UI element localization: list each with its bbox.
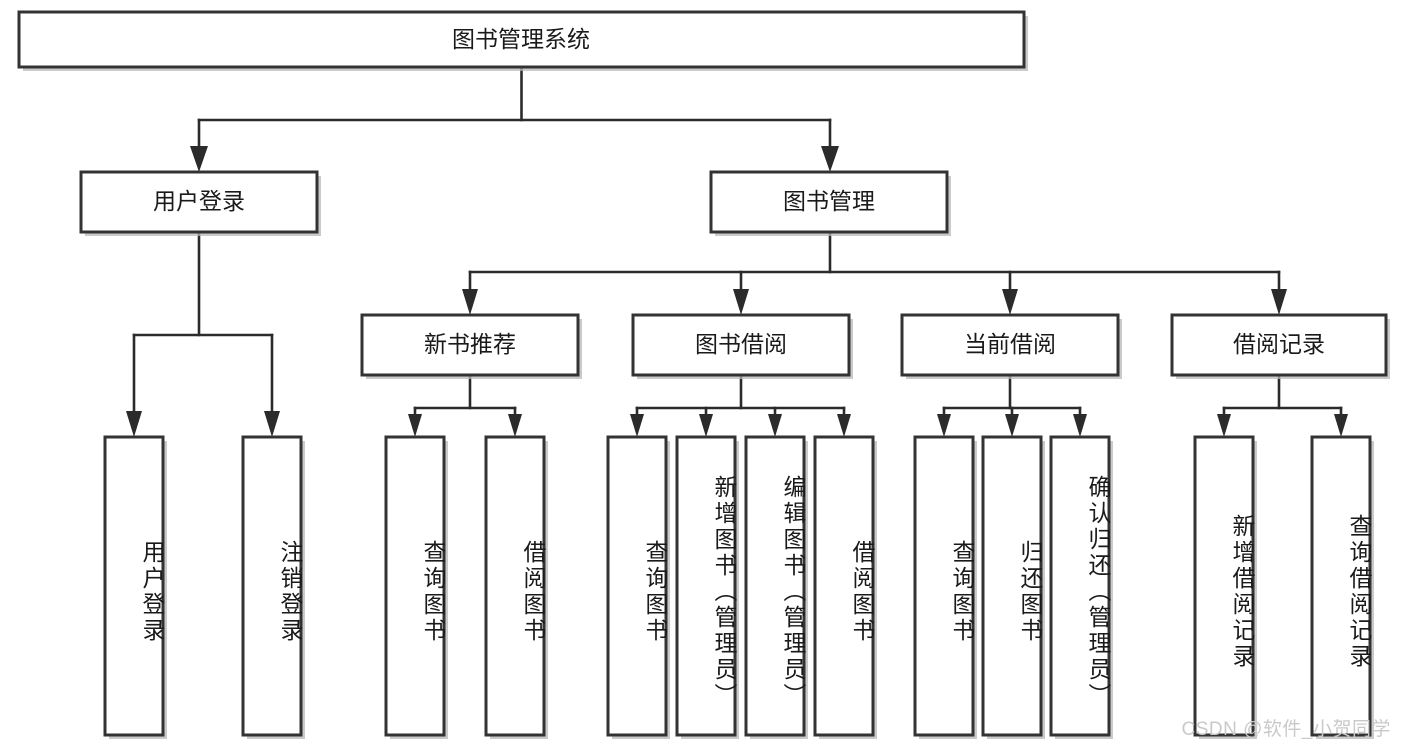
edge-layer — [126, 65, 1348, 437]
node-leaf-query-book-1[interactable] — [384, 435, 446, 737]
node-new-book-recommend[interactable] — [360, 313, 580, 377]
arrow-head-current-borrow — [1002, 289, 1018, 315]
node-book-manage[interactable] — [709, 170, 949, 234]
node-borrow-record[interactable] — [1170, 313, 1388, 377]
arrow-head-leaf-add-book — [699, 414, 713, 437]
node-leaf-borrow-book-1[interactable] — [484, 435, 546, 737]
node-leaf-add-record-label: 新增借阅记录 — [1229, 514, 1255, 670]
arrow-head-leaf-query-book-2 — [630, 414, 644, 437]
arrow-head-leaf-edit-book — [768, 414, 782, 437]
arrow-head-leaf-user-login — [126, 411, 142, 437]
node-leaf-query-record-label: 查询借阅记录 — [1346, 514, 1372, 670]
arrow-head-leaf-borrow-book-2 — [837, 414, 851, 437]
node-leaf-user-login-label: 用户登录 — [139, 540, 165, 644]
arrow-head-leaf-return-book — [1005, 414, 1019, 437]
node-leaf-add-book[interactable] — [675, 435, 737, 737]
node-book-borrow-label: 图书借阅 — [695, 331, 787, 357]
arrow-head-leaf-query-record — [1334, 414, 1348, 437]
node-leaf-return-book[interactable] — [981, 435, 1043, 737]
node-leaf-query-book-3[interactable] — [913, 435, 975, 737]
arrow-head-new-book-recommend — [462, 289, 478, 315]
node-user-login[interactable] — [79, 170, 319, 234]
arrow-head-book-borrow — [733, 289, 749, 315]
node-current-borrow-label: 当前借阅 — [964, 331, 1056, 357]
node-leaf-query-record[interactable] — [1310, 435, 1372, 737]
node-leaf-borrow-book-2-label: 借阅图书 — [849, 540, 875, 644]
node-user-login-label: 用户登录 — [153, 188, 245, 214]
arrow-head-leaf-confirm-return — [1073, 414, 1087, 437]
node-new-book-recommend-label: 新书推荐 — [424, 331, 516, 357]
node-root[interactable] — [17, 10, 1026, 69]
node-leaf-add-record[interactable] — [1193, 435, 1255, 737]
node-leaf-edit-book[interactable] — [744, 435, 806, 737]
node-layer: 图书管理系统 用户登录 图书管理 新书推荐 图书借阅 当前借阅 借阅记录 — [17, 10, 1390, 739]
node-leaf-user-logout-label: 注销登录 — [277, 540, 303, 644]
node-book-manage-label: 图书管理 — [783, 188, 875, 214]
node-leaf-query-book-3-label: 查询图书 — [949, 540, 975, 644]
node-leaf-edit-book-label: 编辑图书（管理员） — [780, 475, 806, 709]
node-leaf-confirm-return[interactable] — [1049, 435, 1111, 737]
node-leaf-confirm-return-label: 确认归还（管理员） — [1085, 475, 1111, 709]
node-leaf-borrow-book-2[interactable] — [813, 435, 875, 737]
arrow-head-leaf-query-book-1 — [408, 414, 422, 437]
arrow-head-leaf-query-book-3 — [937, 414, 951, 437]
arrow-head-borrow-record — [1271, 289, 1287, 315]
node-leaf-add-book-label: 新增图书（管理员） — [711, 475, 737, 709]
node-borrow-record-label: 借阅记录 — [1233, 331, 1325, 357]
node-leaf-return-book-label: 归还图书 — [1017, 540, 1043, 644]
arrow-head-user-login — [190, 146, 208, 172]
node-leaf-user-login[interactable] — [103, 435, 165, 737]
node-leaf-query-book-2-label: 查询图书 — [642, 540, 668, 644]
node-book-borrow[interactable] — [631, 313, 851, 377]
node-leaf-query-book-2[interactable] — [606, 435, 668, 737]
node-root-label: 图书管理系统 — [452, 26, 590, 52]
node-leaf-borrow-book-1-label: 借阅图书 — [520, 540, 546, 644]
arrow-head-leaf-user-logout — [264, 411, 280, 437]
arrow-head-leaf-borrow-book-1 — [508, 414, 522, 437]
arrow-head-leaf-add-record — [1217, 414, 1231, 437]
node-leaf-user-logout[interactable] — [241, 435, 303, 737]
node-leaf-query-book-1-label: 查询图书 — [420, 540, 446, 644]
node-current-borrow[interactable] — [900, 313, 1120, 377]
arrow-head-book-manage — [821, 146, 839, 172]
